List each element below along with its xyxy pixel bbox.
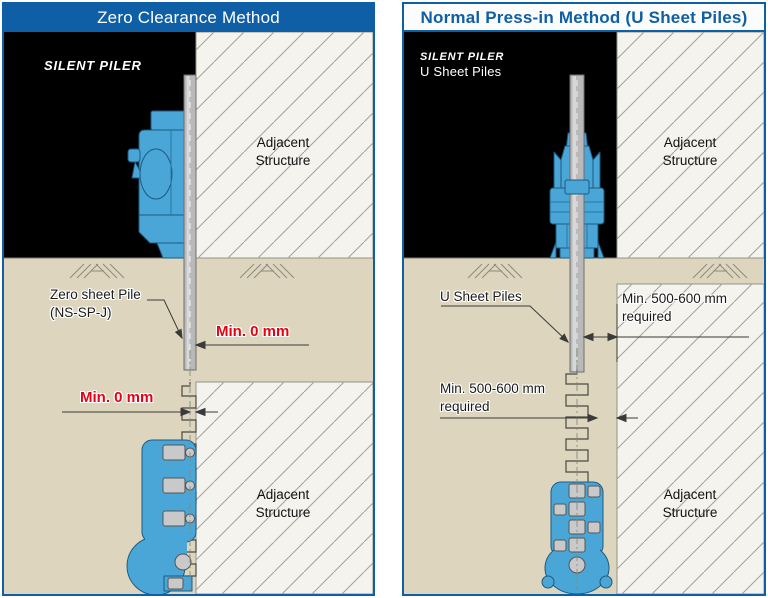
pile-type-label: Zero sheet Pile (NS-SP-J) — [50, 287, 141, 320]
left-panel-title: Zero Clearance Method — [4, 4, 373, 32]
adjacent-structure-label-bottom: Adjacent Structure — [255, 487, 311, 520]
clearance-dimension-bottom — [440, 413, 638, 423]
adjacent-structure-top-block — [195, 32, 373, 259]
pile-chuck — [564, 179, 590, 195]
adjacent-structure-label-top: Adjacent Structure — [255, 135, 311, 168]
press-in-machine-plan-view — [126, 439, 197, 594]
pile-label-leader-arrow — [147, 299, 183, 340]
adjacent-structure-bottom-block — [616, 283, 764, 594]
clearance-value-top: Min. 0 mm — [216, 323, 290, 340]
pile-label-leader-arrow — [441, 305, 570, 343]
machine-brand-label: SILENT PILER — [44, 58, 142, 73]
pile-type-label: U Sheet Piles — [440, 289, 522, 304]
adjacent-structure-bottom-block — [195, 381, 373, 594]
clearance-value-bottom: Min. 500-600 mm required — [440, 381, 546, 414]
right-panel-title: Normal Press-in Method (U Sheet Piles) — [404, 4, 764, 32]
normal-press-in-panel: Normal Press-in Method (U Sheet Piles) — [402, 2, 766, 596]
zero-sheet-pile — [183, 74, 197, 371]
clearance-value-top: Min. 500-600 mm required — [622, 291, 728, 324]
adjacent-structure-top-block — [616, 32, 764, 259]
clearance-dimension-top — [194, 340, 309, 350]
zero-clearance-panel: Zero Clearance Method — [2, 2, 375, 596]
adjacent-structure-label-bottom: Adjacent Structure — [662, 487, 718, 520]
clearance-dimension-top — [582, 304, 749, 362]
adjacent-structure-label-top: Adjacent Structure — [662, 135, 718, 168]
right-diagram-graphic — [404, 32, 764, 594]
left-diagram: SILENT PILER Adjacent Structure Adjacent… — [4, 32, 373, 594]
u-sheet-pile — [569, 74, 585, 373]
clearance-dimension-bottom — [62, 407, 218, 417]
left-diagram-graphic — [4, 32, 373, 594]
right-diagram: SILENT PILER U Sheet Piles Adjacent Stru… — [404, 32, 764, 594]
clearance-value-bottom: Min. 0 mm — [80, 389, 154, 406]
machine-brand-label: SILENT PILER U Sheet Piles — [420, 51, 505, 80]
